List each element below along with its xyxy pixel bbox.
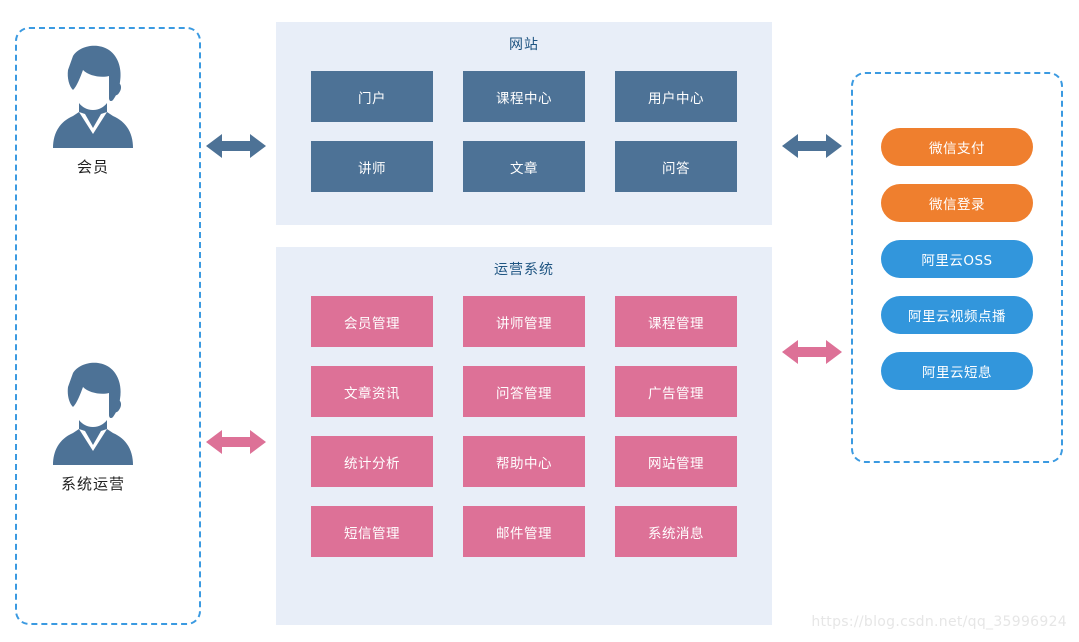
- third-party-pill-list: 微信支付 微信登录 阿里云OSS 阿里云视频点播 阿里云短息: [881, 128, 1033, 390]
- actor-member-label: 会员: [76, 158, 109, 176]
- panel-website: 网站 门户 课程中心 用户中心 讲师 文章 问答: [276, 22, 772, 225]
- tile-sms-management[interactable]: 短信管理: [311, 506, 433, 557]
- actor-operations-label: 系统运营: [60, 475, 125, 493]
- arrow-operations-actor-to-system-icon: [206, 427, 266, 457]
- tile-member-management[interactable]: 会员管理: [311, 296, 433, 347]
- third-party-services-container: [851, 72, 1063, 463]
- tile-help-center[interactable]: 帮助中心: [463, 436, 585, 487]
- tile-email-management[interactable]: 邮件管理: [463, 506, 585, 557]
- arrow-website-to-third-party-icon: [782, 131, 842, 161]
- tile-course-management[interactable]: 课程管理: [615, 296, 737, 347]
- arrow-operations-to-third-party-icon: [782, 337, 842, 367]
- website-tile-grid: 门户 课程中心 用户中心 讲师 文章 问答: [276, 54, 772, 192]
- pill-wechat-login[interactable]: 微信登录: [881, 184, 1033, 222]
- tile-qa[interactable]: 问答: [615, 141, 737, 192]
- tile-user-center[interactable]: 用户中心: [615, 71, 737, 122]
- tile-course-center[interactable]: 课程中心: [463, 71, 585, 122]
- tile-qa-management[interactable]: 问答管理: [463, 366, 585, 417]
- tile-article-news[interactable]: 文章资讯: [311, 366, 433, 417]
- tile-system-message[interactable]: 系统消息: [615, 506, 737, 557]
- panel-website-title: 网站: [509, 37, 539, 53]
- tile-statistics[interactable]: 统计分析: [311, 436, 433, 487]
- actor-operations[interactable]: 系统运营: [0, 355, 186, 494]
- pill-aliyun-vod[interactable]: 阿里云视频点播: [881, 296, 1033, 334]
- panel-operations-title: 运营系统: [494, 262, 554, 278]
- tile-teacher[interactable]: 讲师: [311, 141, 433, 192]
- tile-article[interactable]: 文章: [463, 141, 585, 192]
- pill-wechat-pay[interactable]: 微信支付: [881, 128, 1033, 166]
- arrow-member-to-website-icon: [206, 131, 266, 161]
- watermark: https://blog.csdn.net/qq_35996924: [811, 614, 1067, 630]
- tile-teacher-management[interactable]: 讲师管理: [463, 296, 585, 347]
- tile-ad-management[interactable]: 广告管理: [615, 366, 737, 417]
- tile-portal[interactable]: 门户: [311, 71, 433, 122]
- tile-site-management[interactable]: 网站管理: [615, 436, 737, 487]
- user-avatar-icon: [43, 38, 143, 150]
- user-avatar-icon: [43, 355, 143, 467]
- actors-container: [15, 27, 201, 625]
- pill-aliyun-oss[interactable]: 阿里云OSS: [881, 240, 1033, 278]
- actor-member[interactable]: 会员: [0, 38, 186, 177]
- panel-operations-system: 运营系统 会员管理 讲师管理 课程管理 文章资讯 问答管理 广告管理 统计分析 …: [276, 247, 772, 625]
- pill-aliyun-sms[interactable]: 阿里云短息: [881, 352, 1033, 390]
- operations-tile-grid: 会员管理 讲师管理 课程管理 文章资讯 问答管理 广告管理 统计分析 帮助中心 …: [276, 279, 772, 557]
